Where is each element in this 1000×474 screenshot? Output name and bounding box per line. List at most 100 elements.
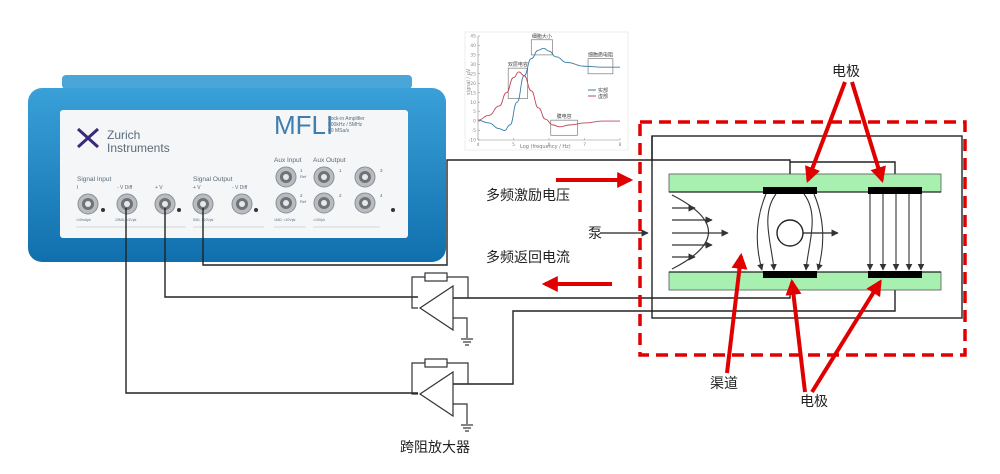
signal-input-title: Signal Input bbox=[77, 176, 112, 183]
brand-line1: Zurich bbox=[107, 128, 140, 142]
aux-output-label-4: 4 bbox=[380, 193, 383, 198]
field-lines-curved bbox=[756, 193, 824, 271]
return-current-label: 多频返回电流 bbox=[486, 249, 570, 266]
chart-y-tick-label: 0 bbox=[473, 119, 476, 125]
model-desc-1: Lock-in Amplifier bbox=[328, 116, 365, 122]
tia-1 bbox=[411, 272, 473, 346]
led-indicator bbox=[391, 208, 395, 212]
chart-legend-label: 实部 bbox=[598, 87, 608, 94]
signal-input-port-vdiff: - V Diff bbox=[117, 185, 133, 191]
chart-y-tick-label: 5 bbox=[473, 109, 476, 115]
electrode-pointer bbox=[810, 279, 882, 394]
chart-y-tick-label: 15 bbox=[470, 90, 476, 96]
tia-2 bbox=[411, 358, 473, 432]
highlight-box bbox=[638, 120, 967, 357]
chart-annotation-label: 细胞质电阻 bbox=[588, 52, 613, 59]
signal-input-port-vplus: + V bbox=[155, 185, 163, 191]
electrode-top-left bbox=[763, 187, 817, 194]
aux-output-title: Aux Output bbox=[313, 157, 346, 164]
chart-annotation-label: 膜电容 bbox=[557, 113, 572, 120]
chart-y-tick-label: 25 bbox=[470, 71, 476, 77]
channel-label: 渠道 bbox=[710, 376, 738, 392]
flow-arrows-icon bbox=[672, 204, 729, 261]
chart-x-tick-label: 7 bbox=[583, 142, 586, 148]
chart-x-tick-label: 6 bbox=[548, 142, 551, 148]
ground-icon bbox=[461, 338, 473, 346]
aux-output-label-2: 2 bbox=[339, 193, 342, 198]
signal-input-port-i: I bbox=[77, 185, 78, 191]
electrode-pointer bbox=[785, 278, 807, 393]
chart-y-tick-label: 40 bbox=[470, 43, 476, 49]
brand-line2: Instruments bbox=[107, 141, 170, 155]
chart-ylabel: signal / μV bbox=[466, 68, 472, 95]
bnc-pin bbox=[283, 174, 289, 180]
chart-annotation-box bbox=[550, 119, 578, 136]
aux-input-ref-1: Ref bbox=[300, 174, 307, 179]
aux-output-label-1: 1 bbox=[339, 168, 342, 173]
channel-pointer bbox=[725, 252, 748, 374]
signal-output-title: Signal Output bbox=[193, 176, 233, 183]
aux-input-title: Aux Input bbox=[274, 157, 302, 164]
chart-background bbox=[464, 31, 629, 151]
opamp-icon bbox=[418, 370, 454, 418]
chart-y-tick-label: 30 bbox=[470, 62, 476, 68]
wire-tia2-out bbox=[125, 208, 418, 394]
electrode-label-bottom: 电极 bbox=[800, 394, 828, 410]
electrode-top-right bbox=[868, 187, 922, 194]
ground-icon bbox=[461, 424, 473, 432]
chart-legend-label: 虚部 bbox=[598, 93, 608, 100]
aux-input-label-2: 2 bbox=[300, 193, 303, 198]
channel-outer-box bbox=[651, 135, 963, 319]
bnc-pin bbox=[321, 174, 327, 180]
bnc-pin bbox=[200, 201, 206, 207]
chart-annotation-label: 双层电容 bbox=[508, 61, 528, 68]
chart-y-tick-label: -5 bbox=[472, 128, 477, 134]
opamp-icon bbox=[418, 284, 454, 332]
chart-y-tick-label: 35 bbox=[470, 53, 476, 59]
chart-annotation-label: 细胞大小 bbox=[532, 33, 552, 40]
aux-output-spec: <10Vpk bbox=[313, 218, 325, 222]
model-desc-2: 500kHz / 5MHz bbox=[328, 122, 363, 128]
field-lines-straight bbox=[866, 194, 925, 271]
resistor-icon bbox=[424, 272, 448, 282]
zurich-logo-icon bbox=[76, 127, 100, 149]
led-indicator bbox=[101, 208, 105, 212]
chart-y-tick-label: 20 bbox=[470, 81, 476, 87]
bnc-pin bbox=[239, 201, 245, 207]
chart-x-tick-label: 5 bbox=[512, 142, 515, 148]
electrode-bottom-right bbox=[868, 271, 922, 278]
bnc-pin bbox=[283, 200, 289, 206]
bnc-pin bbox=[362, 174, 368, 180]
chart-y-tick-label: 45 bbox=[470, 34, 476, 40]
chart-y-tick-label: -10 bbox=[469, 138, 476, 144]
wire-tia1-out bbox=[164, 208, 418, 298]
electrode-bottom-left bbox=[763, 271, 817, 278]
signal-input-spec-i: <10mApk bbox=[76, 218, 91, 222]
chart-series-line bbox=[477, 71, 621, 128]
bnc-pin bbox=[85, 201, 91, 207]
device-top-rim bbox=[62, 75, 412, 89]
chart-annotation-box bbox=[530, 39, 553, 56]
wire-tia2-in bbox=[453, 277, 896, 385]
signal-output-port-vdiff: - V Diff bbox=[232, 185, 248, 191]
led-indicator bbox=[254, 208, 258, 212]
model-desc-3: 60 MSa/s bbox=[328, 128, 350, 134]
tia-label: 跨阻放大器 bbox=[400, 440, 470, 456]
aux-input-label-1: 1 bbox=[300, 168, 303, 173]
aux-output-label-3: 3 bbox=[380, 168, 383, 173]
cell-icon bbox=[776, 219, 804, 247]
chart-x-tick-label: 4 bbox=[477, 142, 480, 148]
aux-input-ref-2: Ref bbox=[300, 199, 307, 204]
excitation-voltage-label: 多频激励电压 bbox=[486, 187, 570, 204]
electrode-pointer bbox=[850, 81, 886, 184]
pump-label: 泵 bbox=[588, 226, 602, 242]
bnc-pin bbox=[124, 201, 130, 207]
bnc-pin bbox=[162, 201, 168, 207]
impedance-chart: signal / μV Log (frequency / Hz) -10-505… bbox=[464, 31, 629, 151]
bnc-pin bbox=[321, 200, 327, 206]
flow-profile bbox=[671, 194, 710, 270]
aux-input-spec: 1MΩ, <10Vpk bbox=[274, 218, 296, 222]
chart-y-tick-label: 10 bbox=[470, 100, 476, 106]
led-indicator bbox=[177, 208, 181, 212]
